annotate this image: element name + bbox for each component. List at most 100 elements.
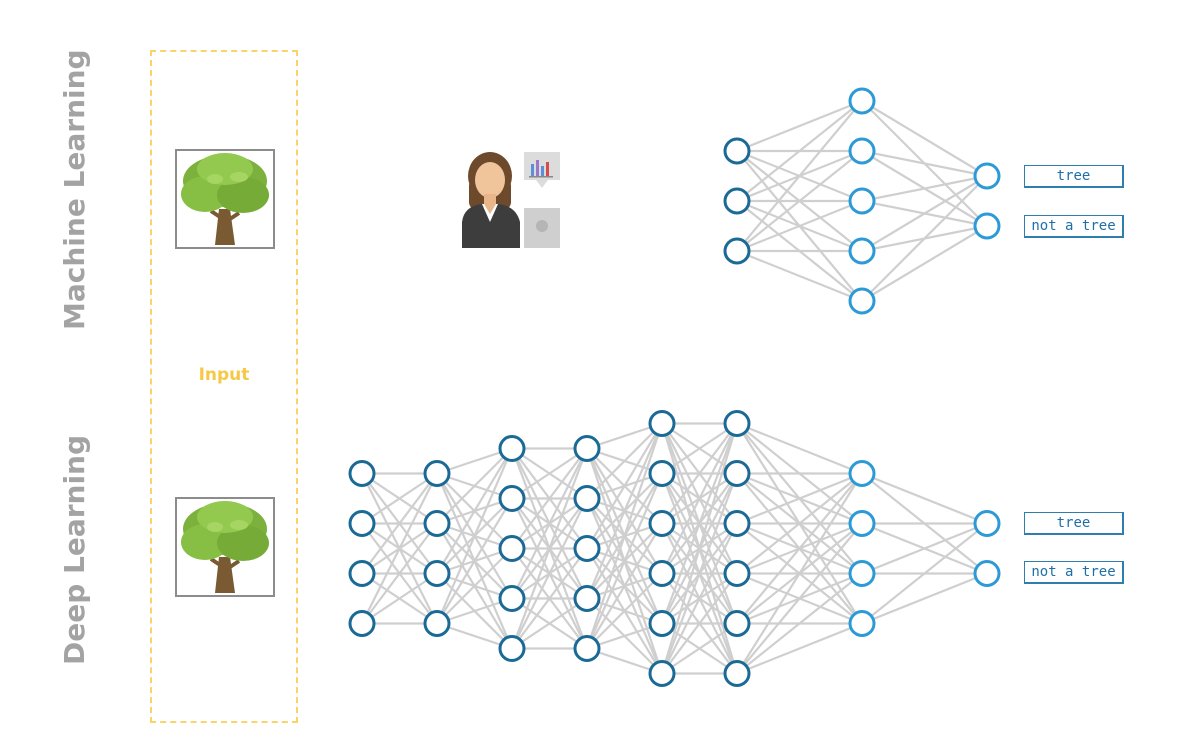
dl-network-edge bbox=[736, 472, 863, 575]
ml-network-edge bbox=[861, 149, 988, 178]
dl-network-node bbox=[723, 610, 751, 637]
dl-network-node bbox=[973, 510, 1001, 537]
dl-network-edge bbox=[660, 473, 739, 674]
dl-network-edge bbox=[861, 572, 988, 625]
dl-network-node bbox=[723, 510, 751, 537]
analyst-person-icon bbox=[462, 152, 560, 248]
dl-network-edge bbox=[361, 472, 438, 525]
dl-network-edge bbox=[511, 547, 588, 650]
output-label-tree: tree bbox=[1024, 165, 1124, 188]
dl-network-edge bbox=[585, 423, 664, 649]
dl-network-edge bbox=[661, 622, 738, 675]
dl-network-edge bbox=[435, 448, 514, 624]
dl-network-node bbox=[648, 510, 676, 537]
dl-network-edge bbox=[661, 422, 738, 525]
dl-network-node bbox=[498, 585, 526, 612]
dl-network-edge bbox=[361, 473, 438, 624]
dl-network-edge bbox=[660, 423, 739, 624]
dl-network-node bbox=[848, 560, 876, 587]
dl-network-edge bbox=[861, 522, 988, 625]
dl-network-edge bbox=[436, 447, 513, 525]
output-label-tree: tree bbox=[1024, 512, 1124, 535]
ml-network-node bbox=[723, 187, 751, 215]
dl-network-edge bbox=[436, 447, 513, 575]
dl-network-edge bbox=[586, 422, 663, 500]
ml-network-edge bbox=[736, 150, 863, 252]
dl-network-node bbox=[498, 635, 526, 662]
ml-network-node bbox=[848, 237, 876, 265]
ml-network-edge bbox=[861, 175, 988, 252]
dl-network-node bbox=[498, 435, 526, 462]
dl-network-node bbox=[848, 460, 876, 487]
ml-network-node bbox=[848, 287, 876, 315]
dl-network-node bbox=[723, 660, 751, 687]
ml-network-edge bbox=[861, 100, 988, 177]
dl-network-node bbox=[423, 460, 451, 487]
dl-network-node bbox=[573, 585, 601, 612]
dl-network-node bbox=[498, 535, 526, 562]
dl-network-node bbox=[423, 560, 451, 587]
dl-network-edge bbox=[661, 423, 738, 574]
dl-network-node bbox=[348, 460, 376, 487]
ml-network-node bbox=[723, 137, 751, 165]
ml-network-edge bbox=[736, 199, 863, 253]
dl-network-edge bbox=[736, 572, 863, 675]
dl-network-edge bbox=[361, 472, 438, 575]
dl-network-node bbox=[848, 610, 876, 637]
dl-network-edge bbox=[661, 422, 738, 475]
dl-network-edge bbox=[511, 597, 588, 650]
dl-network-edge bbox=[586, 422, 663, 550]
dl-network-edge bbox=[436, 547, 513, 625]
dl-network-node bbox=[848, 510, 876, 537]
input-label: Input bbox=[198, 365, 250, 385]
ml-network-node bbox=[723, 237, 751, 265]
dl-network-edge bbox=[510, 448, 589, 649]
dl-network-edge bbox=[736, 622, 863, 675]
dl-network-edge bbox=[511, 447, 588, 500]
dl-network-node bbox=[648, 460, 676, 487]
tree-icon bbox=[175, 149, 275, 249]
dl-network-edge bbox=[661, 523, 738, 674]
dl-network-node bbox=[648, 410, 676, 437]
dl-network-edge bbox=[361, 572, 438, 625]
input-region bbox=[150, 50, 298, 723]
dl-network-edge bbox=[661, 572, 738, 675]
dl-network-edge bbox=[511, 448, 588, 599]
tree-icon bbox=[175, 497, 275, 597]
dl-network-node bbox=[423, 610, 451, 637]
dl-network-edge bbox=[861, 522, 988, 575]
dl-network-node bbox=[573, 535, 601, 562]
ml-network-edge bbox=[861, 175, 988, 302]
dl-network-edge bbox=[511, 498, 588, 649]
ml-network-edge bbox=[861, 225, 988, 302]
ml-network-edge bbox=[736, 99, 863, 153]
ml-network-node bbox=[848, 187, 876, 215]
dl-network-edge bbox=[861, 472, 988, 525]
ml-network-edge bbox=[736, 249, 863, 303]
dl-network-edge bbox=[586, 572, 663, 650]
dl-network-edge bbox=[511, 447, 588, 550]
ml-network-edge bbox=[736, 100, 863, 202]
dl-network-edge bbox=[736, 472, 863, 675]
dl-network-node bbox=[348, 510, 376, 537]
dl-network-node bbox=[648, 560, 676, 587]
dl-network-node bbox=[348, 610, 376, 637]
dl-network-node bbox=[723, 560, 751, 587]
dl-network-node bbox=[498, 485, 526, 512]
dl-network-edge bbox=[736, 522, 863, 675]
dl-network-edge bbox=[660, 423, 739, 674]
ml-network-node bbox=[973, 212, 1001, 240]
dl-network-node bbox=[573, 635, 601, 662]
dl-network-edge bbox=[585, 423, 664, 599]
ml-network-edge bbox=[861, 174, 988, 203]
output-label-not-a-tree: not a tree bbox=[1024, 561, 1124, 584]
dl-network-node bbox=[648, 660, 676, 687]
ml-network-node bbox=[848, 137, 876, 165]
ml-network-edge bbox=[736, 100, 863, 252]
dl-network-edge bbox=[736, 472, 863, 525]
ml-network-node bbox=[973, 162, 1001, 190]
dl-network-edge bbox=[586, 522, 663, 650]
dl-network-edge bbox=[585, 473, 664, 649]
dl-network-edge bbox=[736, 472, 863, 625]
